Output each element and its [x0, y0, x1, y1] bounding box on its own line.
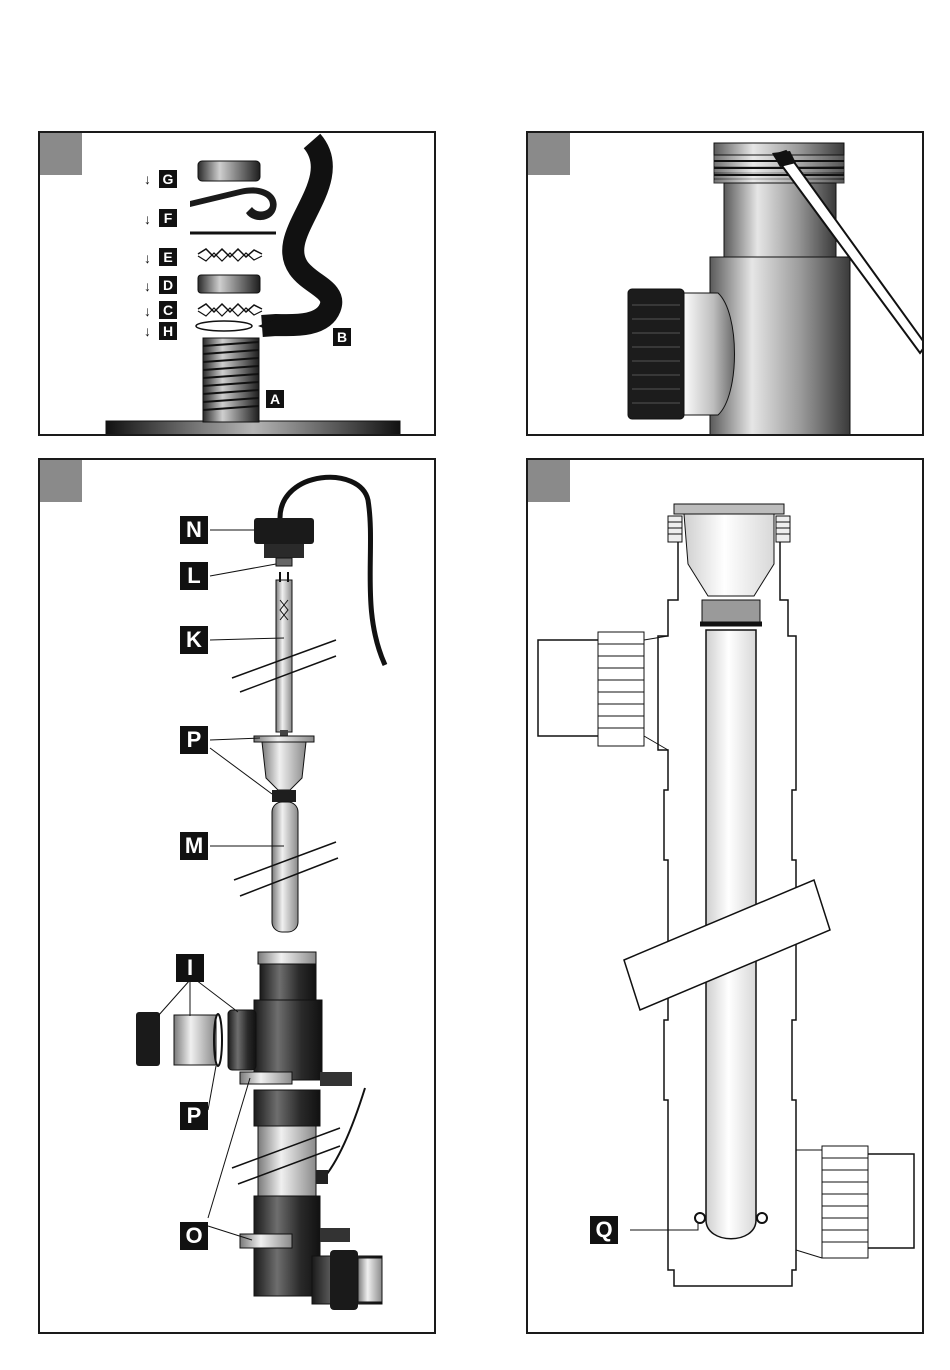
quartz-sleeve-m [272, 802, 298, 932]
exploded-view-illustration [40, 460, 436, 1334]
inlet-nut-section [598, 632, 644, 746]
label-i: I [176, 954, 204, 982]
label-b: B [333, 328, 351, 346]
label-h: H [159, 322, 177, 340]
body-upper [260, 964, 316, 1000]
panel-screwdriver-removal [526, 131, 924, 436]
label-l: L [180, 562, 208, 590]
base-plate [106, 421, 400, 435]
sleeve-flange [254, 736, 314, 742]
uv-lamp-k [276, 580, 292, 732]
cap-nut-g [198, 161, 260, 181]
panel-exploded-uv-unit: N L K P M I P O [38, 458, 436, 1334]
label-a: A [266, 390, 284, 408]
outlet-pipe-section [868, 1154, 914, 1248]
label-k: K [180, 626, 208, 654]
label-p-bottom: P [180, 1102, 208, 1130]
label-f: F [159, 209, 177, 227]
inlet-pipe [174, 1015, 216, 1065]
inlet-nut [136, 1012, 160, 1066]
inlet-pipe-section [538, 640, 598, 736]
label-o: O [180, 1222, 208, 1250]
label-m: M [180, 832, 208, 860]
label-g: G [159, 170, 177, 188]
panel-cross-section: Q [526, 458, 924, 1334]
sleeve-funnel-p [262, 742, 306, 790]
mount-clip-lower [240, 1234, 292, 1248]
top-cap [674, 504, 784, 514]
mount-clip-upper [240, 1072, 292, 1084]
sensor-wire [322, 1088, 365, 1180]
nut-d [198, 275, 260, 293]
body-middle [254, 1090, 320, 1126]
arrow-down-g: ↓ [144, 170, 151, 188]
cross-section-illustration [528, 460, 924, 1334]
body-top-thread [258, 952, 316, 964]
clip-f [190, 187, 277, 220]
screwdriver-illustration [528, 133, 924, 436]
arrow-down-e: ↓ [144, 249, 151, 267]
side-port [682, 293, 735, 415]
o-ring-h [196, 321, 252, 331]
arrow-down-f: ↓ [144, 210, 151, 228]
label-n: N [180, 516, 208, 544]
lamp-connector-l [276, 558, 292, 566]
label-e: E [159, 248, 177, 266]
union-nut [628, 289, 684, 419]
arrow-down-h: ↓ [144, 322, 151, 340]
arrow-down-c: ↓ [144, 302, 151, 320]
label-d: D [159, 276, 177, 294]
arrow-down-d: ↓ [144, 277, 151, 295]
outlet-nut-section [822, 1146, 868, 1258]
label-p-top: P [180, 726, 208, 754]
panel-assembly-cable-gland: ↓ G ↓ F ↓ E ↓ D ↓ C ↓ H B A [38, 131, 436, 436]
inlet-thread [228, 1010, 256, 1070]
label-q: Q [590, 1216, 618, 1244]
housing-neck [724, 183, 836, 259]
lamp-cap-n [254, 518, 314, 544]
cable-gland-illustration [40, 133, 436, 436]
label-c: C [159, 301, 177, 319]
outlet-nut [330, 1250, 358, 1310]
power-cable [280, 477, 385, 665]
